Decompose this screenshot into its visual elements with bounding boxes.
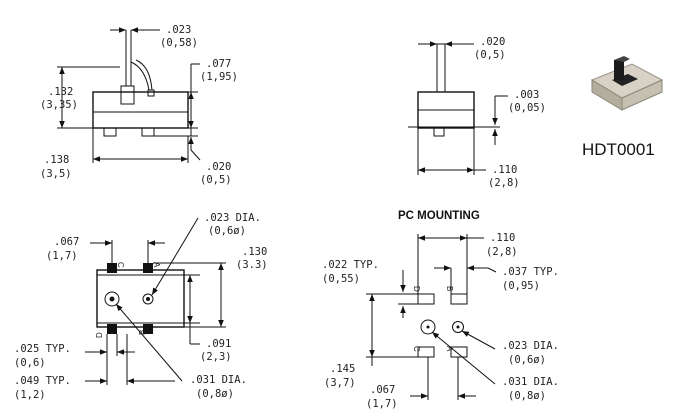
bottom-height-mm: (3.3) [236, 259, 268, 271]
bottom-pad-width-in: .025 TYP. [14, 343, 71, 355]
bottom-pad-span-mm: (2,3) [200, 351, 232, 363]
front-actuator-width-mm: (0,58) [160, 37, 198, 49]
pc-pin-a: A [445, 346, 454, 352]
bottom-hole-dia-in: .023 DIA. [204, 212, 261, 224]
front-foot-right [141, 127, 155, 137]
pc-mounting-view: D B C A .110 (2,8) .022 TYP. (0,55) .037… [322, 232, 559, 410]
front-overall-height-mm: (3,35) [40, 99, 78, 111]
pc-pin-c: C [412, 346, 421, 352]
bottom-pin-c: C [116, 262, 125, 268]
front-body-width-in: .138 [44, 154, 69, 166]
bottom-height-in: .130 [242, 246, 267, 258]
pc-hole-dia-in: .023 DIA. [502, 340, 559, 352]
pc-hole-dia2-mm: (0,8ø) [508, 390, 546, 402]
product-photo [590, 56, 664, 111]
pc-pitch-mm: (1,7) [366, 398, 398, 410]
front-body-height-in: .077 [206, 58, 231, 70]
front-standoff-mm: (0,5) [200, 174, 232, 186]
pc-pad-height-in: .037 TYP. [502, 266, 559, 278]
bottom-pin-d: D [95, 332, 104, 338]
side-actuator [436, 43, 446, 93]
side-body-depth-in: .110 [492, 164, 517, 176]
front-actuator [120, 85, 135, 105]
front-standoff-in: .020 [206, 161, 231, 173]
bottom-pad-pitch-mm: (1,2) [14, 389, 46, 401]
bottom-pitch-mm: (1,7) [46, 250, 78, 262]
bottom-hole-dia2-in: .031 DIA. [190, 374, 247, 386]
pc-mounting-heading: PC MOUNTING [398, 210, 480, 222]
pc-pin-d: D [412, 286, 421, 292]
pc-pad-width-in: .022 TYP. [322, 259, 379, 271]
front-foot-left [103, 127, 117, 137]
front-actuator-width-in: .023 [166, 24, 191, 36]
side-actuator-width-in: .020 [480, 36, 505, 48]
pc-pin-b: B [445, 286, 454, 291]
side-foot [433, 127, 445, 137]
side-lead-thickness-mm: (0,05) [508, 102, 546, 114]
bottom-pin-b: B [138, 330, 147, 335]
pc-height-in: .145 [330, 363, 355, 375]
pc-span-in: .110 [490, 232, 515, 244]
front-body-height-mm: (1,95) [200, 71, 238, 83]
front-overall-height-in: .132 [48, 86, 73, 98]
front-view: .023 (0,58) .132 (3,35) .077 (1,95) .020… [40, 24, 238, 186]
bottom-pin-a: A [152, 262, 161, 268]
bottom-pad-span-in: .091 [206, 338, 231, 350]
bottom-pitch-in: .067 [54, 236, 79, 248]
side-body-depth-mm: (2,8) [488, 177, 520, 189]
front-body-width-mm: (3,5) [40, 168, 72, 180]
side-lead-thickness-in: .003 [514, 89, 539, 101]
pc-pad-height-mm: (0,95) [502, 280, 540, 292]
bottom-hole-dia2-mm: (0,8ø) [196, 388, 234, 400]
pc-pad-width-mm: (0,55) [322, 273, 360, 285]
bottom-pad-width-mm: (0,6) [14, 357, 46, 369]
pc-hole-dia2-in: .031 DIA. [502, 376, 559, 388]
side-actuator-width-mm: (0,5) [474, 49, 506, 61]
pc-pitch-in: .067 [370, 384, 395, 396]
bottom-pad-pitch-in: .049 TYP. [14, 375, 71, 387]
side-view: .020 (0,5) .003 (0,05) .110 (2,8) [408, 36, 546, 189]
front-body [92, 91, 189, 129]
pc-hole-dia-mm: (0,6ø) [508, 354, 546, 366]
pc-span-mm: (2,8) [486, 246, 518, 258]
pc-height-mm: (3,7) [324, 377, 356, 389]
part-number-label: HDT0001 [582, 140, 655, 159]
bottom-view: C A D B .067 (1,7) .023 DIA. (0,6ø) .130… [14, 212, 268, 401]
bottom-hole-dia-mm: (0,6ø) [208, 225, 246, 237]
